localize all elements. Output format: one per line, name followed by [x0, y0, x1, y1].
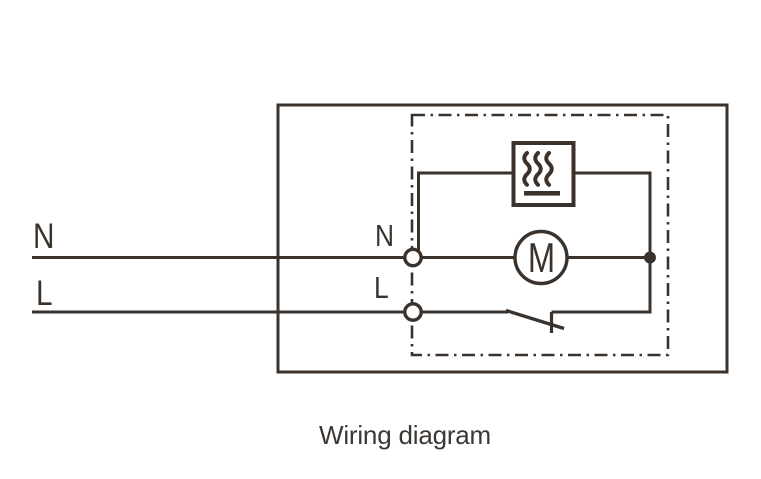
- control-unit-dashed-boundary: [410, 113, 670, 357]
- terminal-live-label: L: [374, 271, 389, 305]
- supply-live-label: L: [36, 274, 53, 313]
- heater-circuit-wire: [417, 171, 652, 314]
- junction-dot: [644, 251, 656, 264]
- heat-wave-1: [522, 151, 532, 187]
- live-terminal: [403, 302, 423, 322]
- supply-neutral-label: N: [33, 217, 54, 256]
- open-switch-icon: [505, 308, 565, 333]
- neutral-terminal: [403, 247, 423, 268]
- heat-wave-2: [533, 151, 543, 187]
- terminal-neutral-label: N: [375, 219, 394, 253]
- switch-blade: [505, 308, 565, 331]
- heater-box: [511, 141, 576, 207]
- heater-underline: [524, 191, 560, 196]
- device-outline-box: [276, 103, 729, 374]
- heating-element-icon: [511, 141, 576, 207]
- heat-wave-3: [544, 151, 554, 187]
- motor-icon: M: [513, 229, 569, 286]
- diagram-caption: Wiring diagram: [318, 420, 492, 450]
- motor-circle: [513, 229, 569, 286]
- motor-label: M: [528, 234, 555, 281]
